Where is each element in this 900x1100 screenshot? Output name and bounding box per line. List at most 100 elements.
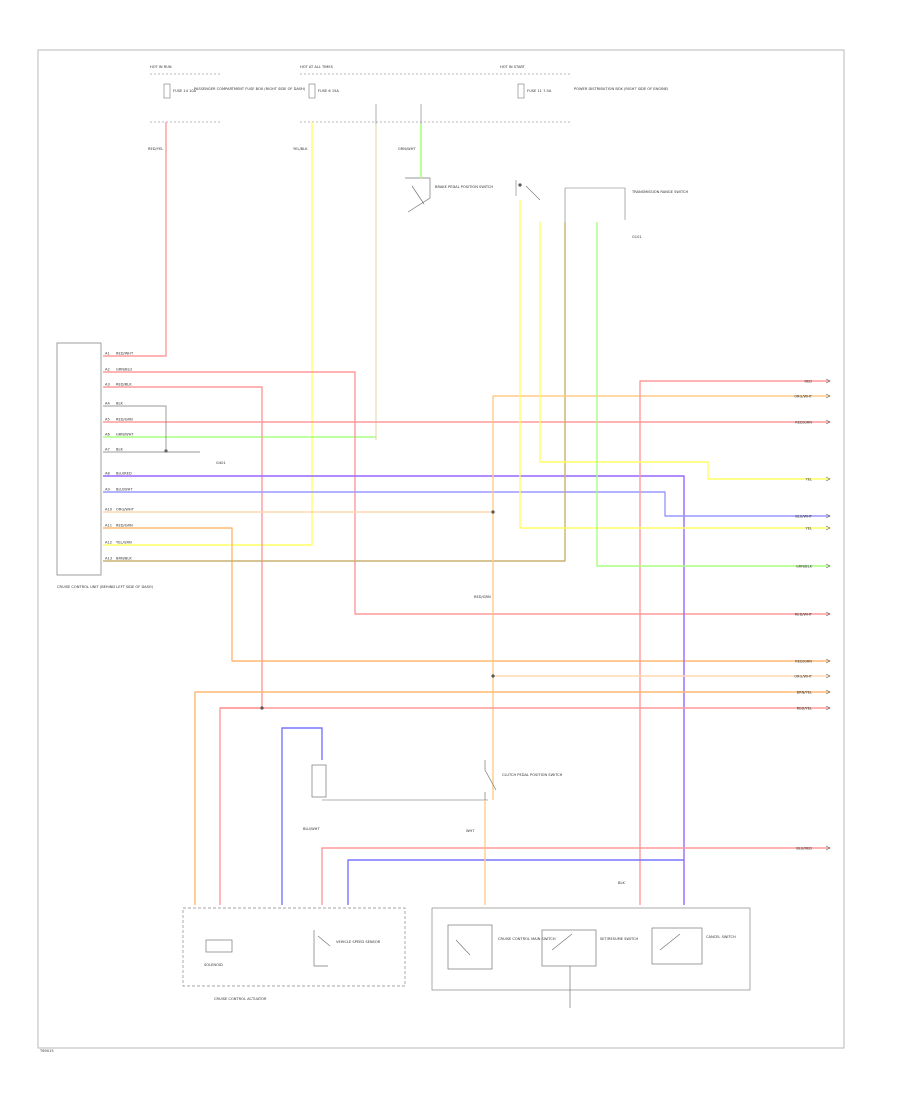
- junction-dots: [164, 183, 522, 710]
- module-pin-wire-color: RED/GRN: [116, 418, 133, 422]
- right-wire-label: YEL: [806, 526, 812, 530]
- module-pin-id: A6: [105, 433, 110, 437]
- brake-switch-label: BRAKE PEDAL POSITION SWITCH: [435, 185, 493, 189]
- diagram-frame: [37, 49, 845, 1049]
- module-pin-wire-color: RED/GRN: [116, 524, 133, 528]
- module-ground-stub: [103, 405, 200, 453]
- wire-red-right-top: [639, 380, 830, 905]
- solenoid-label: SOLENOID: [204, 963, 223, 967]
- vss-label: VEHICLE SPEED SENSOR: [336, 940, 381, 944]
- svg-text:FUSE 6 15A: FUSE 6 15A: [318, 89, 339, 93]
- clutch-pedal-switch: [484, 760, 497, 800]
- right-wire-label: YEL: [806, 477, 812, 481]
- source-label-hot-in-start: HOT IN START: [500, 65, 526, 69]
- right-wire-label: RED/WHT: [795, 612, 813, 616]
- right-wire-arrow: [825, 611, 831, 617]
- module-pin-wire-color: BLK: [116, 402, 123, 406]
- actuator-coil: [311, 764, 327, 798]
- module-pin-wire-color: BLU/RED: [116, 472, 132, 476]
- wire-orange-a11: [103, 527, 830, 662]
- right-wire-arrow: [825, 513, 831, 519]
- module-pin-id: A7: [105, 448, 110, 452]
- solenoid-symbol: [205, 939, 233, 953]
- right-wire-label: RED: [804, 379, 812, 383]
- wire-label-3: GRN/WHT: [398, 147, 416, 151]
- top-bus-lines: [150, 73, 572, 123]
- fuse-box-label-right: POWER DISTRIBUTION BOX (RIGHT SIDE OF EN…: [574, 87, 669, 91]
- right-wire-label: BRN/YEL: [797, 690, 812, 694]
- wire-red-a1: [103, 122, 167, 357]
- cruise-control-module: [56, 342, 102, 576]
- module-pin-wire-color: GRN/WHT: [116, 433, 134, 437]
- right-wire-arrow: [825, 378, 831, 384]
- ground-label-2: G401: [216, 461, 226, 465]
- module-pin-wire-color: RED/BLK: [116, 383, 132, 387]
- wire-yellow-a12: [103, 122, 313, 546]
- wire-blue-right: [347, 859, 684, 905]
- switch-assembly-box: [431, 907, 751, 991]
- right-wire-arrow: [825, 705, 831, 711]
- svg-text:FUSE 11 7.5A: FUSE 11 7.5A: [527, 89, 552, 93]
- fuse-14: FUSE 14 10A: [163, 83, 197, 99]
- wire-orange-lower: [194, 691, 830, 905]
- right-wire-arrow: [825, 419, 831, 425]
- wire-label-7: BLK: [618, 881, 625, 885]
- terminal-ticks: [375, 104, 422, 124]
- cancel-switch-symbol: [651, 927, 703, 965]
- right-wire-arrow: [825, 689, 831, 695]
- right-wire-label: BLU/RED: [796, 846, 812, 850]
- module-pin-id: A12: [105, 541, 112, 545]
- right-wire-label: RED/GRN: [795, 420, 812, 424]
- wire-label-2: YEL/BLK: [293, 147, 308, 151]
- fuse-box-label-left: PASSENGER COMPARTMENT FUSE BOX (RIGHT SI…: [194, 87, 306, 91]
- right-wire-label: ORG/WHT: [794, 394, 813, 398]
- actuator-label: CRUISE CONTROL ACTUATOR: [214, 997, 267, 1001]
- wire-label-5: WHT: [466, 829, 475, 833]
- clutch-switch-label: CLUTCH PEDAL POSITION SWITCH: [502, 773, 563, 777]
- set-resume-switch-symbol: [541, 929, 597, 967]
- source-label-hot-in-run: HOT IN RUN: [150, 65, 172, 69]
- module-pin-id: A13: [105, 557, 112, 561]
- svg-text:FUSE 14 10A: FUSE 14 10A: [173, 89, 197, 93]
- right-wire-arrow: [825, 525, 831, 531]
- wire-blue-actuator: [281, 727, 323, 905]
- main-switch-label: CRUISE CONTROL MAIN SWITCH: [498, 937, 556, 941]
- right-wire-arrow: [825, 393, 831, 399]
- fuse-6: FUSE 6 15A: [308, 83, 339, 99]
- module-pin-id: A10: [105, 508, 113, 512]
- module-pin-id: A1: [105, 352, 110, 356]
- wire-red-actuator: [321, 847, 830, 905]
- brake-pedal-switch: [405, 177, 431, 213]
- transmission-range-label: TRANSMISSION RANGE SWITCH: [631, 190, 689, 194]
- wire-purple-a8: [103, 475, 685, 905]
- module-pin-id: A11: [105, 524, 112, 528]
- actuator-switch: [313, 930, 331, 967]
- wire-red-a2-long: [103, 371, 830, 615]
- module-pin-id: A4: [105, 402, 110, 406]
- wire-label-6: BLU/WHT: [303, 827, 320, 831]
- module-pin-wire-color: BLK: [116, 448, 123, 452]
- module-pin-id: A5: [105, 418, 110, 422]
- main-switch-symbol: [447, 924, 493, 970]
- module-pin-wire-color: ORG/WHT: [116, 508, 135, 512]
- module-pin-wire-color: BRN/BLK: [116, 557, 132, 561]
- right-wire-arrow: [825, 563, 831, 569]
- module-pin-wire-color: RED/WHT: [116, 352, 134, 356]
- wire-label-1: RED/YEL: [148, 147, 163, 151]
- right-wire-label: ORG/WHT: [794, 674, 813, 678]
- source-label-hot-at-all-times: HOT AT ALL TIMES: [300, 65, 334, 69]
- set-resume-label: SET/RESUME SWITCH: [600, 937, 639, 941]
- wires: [103, 122, 830, 905]
- cruise-module-label: CRUISE CONTROL UNIT (BEHIND LEFT SIDE OF…: [57, 585, 154, 589]
- module-pin-id: A9: [105, 488, 110, 492]
- wire-orange-main: [492, 395, 830, 800]
- wire-green-trans: [596, 222, 830, 567]
- fuse-11: FUSE 11 7.5A: [517, 83, 552, 99]
- right-wire-arrow: [825, 673, 831, 679]
- wire-yellow-trans-1: [539, 222, 830, 480]
- wire-label-4: RED/GRN: [474, 595, 491, 599]
- cancel-switch-label: CANCEL SWITCH: [706, 935, 736, 939]
- right-wire-arrow: [825, 476, 831, 482]
- actuator-box: [182, 907, 406, 987]
- wire-yellow-trans-2: [519, 200, 830, 529]
